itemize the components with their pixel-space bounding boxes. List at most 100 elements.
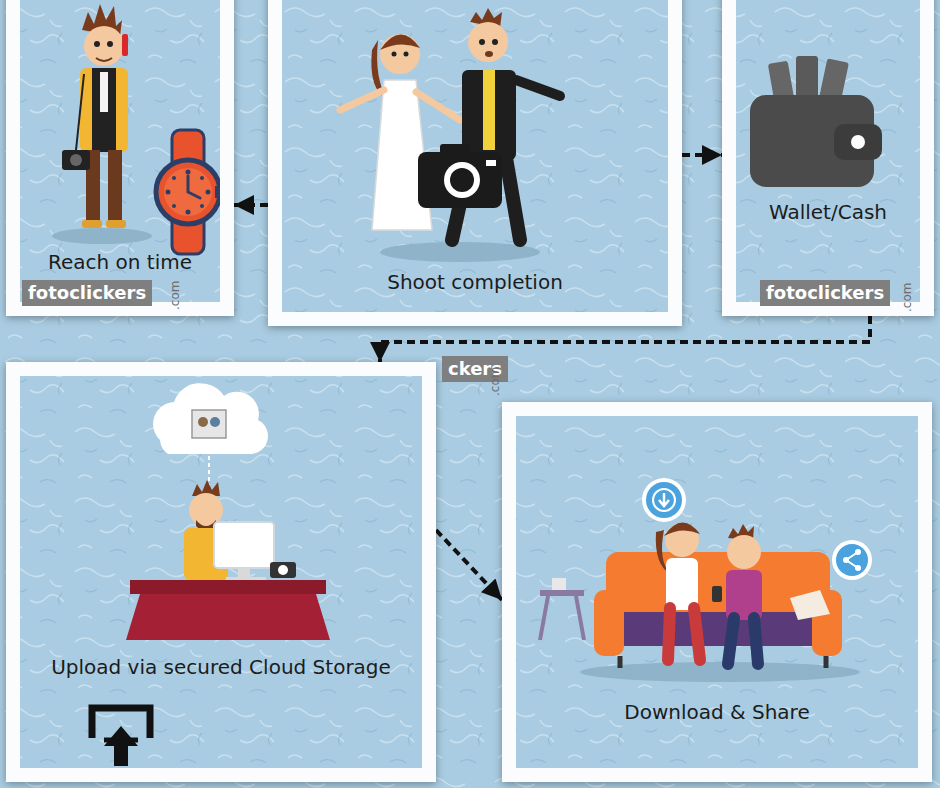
camera-symbol bbox=[486, 160, 496, 166]
watch-symbol bbox=[156, 130, 220, 254]
camera-symbol bbox=[418, 152, 502, 208]
watch-symbol bbox=[164, 168, 212, 216]
wallet-symbol bbox=[750, 95, 874, 187]
couple-figure bbox=[380, 34, 420, 50]
wallet-symbol bbox=[750, 56, 882, 187]
share-icon bbox=[843, 557, 849, 563]
share-icon bbox=[855, 549, 861, 555]
frame-caption: Download & Share bbox=[516, 700, 918, 724]
frame-caption: Reach on time bbox=[20, 250, 220, 274]
camera-symbol bbox=[440, 144, 470, 156]
download-icon bbox=[653, 489, 675, 511]
watch-symbol bbox=[172, 204, 176, 208]
photographer-figure bbox=[84, 26, 124, 66]
watch-symbol bbox=[188, 176, 200, 198]
upload-desk-figure bbox=[198, 417, 208, 427]
upload-desk-figure bbox=[130, 580, 326, 594]
upload-desk-figure bbox=[238, 568, 250, 578]
sitting-couple bbox=[726, 570, 762, 620]
photographer-figure bbox=[107, 41, 113, 47]
dotted-arrow bbox=[436, 530, 502, 600]
share-icon bbox=[836, 544, 868, 576]
watch-symbol bbox=[186, 170, 191, 175]
upload-desk-figure bbox=[214, 522, 274, 568]
couple-figure bbox=[416, 92, 460, 120]
photographer-figure bbox=[62, 150, 90, 170]
photographer-figure bbox=[96, 58, 112, 61]
watch-symbol bbox=[172, 176, 176, 180]
frame-caption: Wallet/Cash bbox=[736, 200, 920, 224]
couple-figure bbox=[340, 90, 384, 110]
sitting-couple bbox=[712, 586, 722, 602]
photographer-figure bbox=[80, 68, 128, 152]
share-icon bbox=[832, 540, 872, 580]
watermark-suffix: .com bbox=[900, 283, 914, 312]
couple-figure bbox=[492, 39, 498, 45]
frame-caption: Shoot completion bbox=[282, 270, 668, 294]
couple-figure bbox=[516, 80, 560, 96]
upload-desk-figure bbox=[278, 565, 288, 575]
download-icon bbox=[642, 478, 686, 522]
couple-figure bbox=[392, 52, 397, 57]
photographer-figure bbox=[106, 220, 126, 228]
photographer-figure bbox=[100, 72, 108, 112]
watch-symbol bbox=[166, 170, 211, 215]
sofa-figure bbox=[790, 590, 830, 620]
watch-symbol bbox=[206, 190, 211, 195]
photographer-figure bbox=[70, 154, 82, 166]
upload-desk-figure bbox=[126, 594, 330, 640]
share-icon bbox=[832, 540, 872, 580]
upload-icon bbox=[92, 708, 150, 766]
camera-symbol bbox=[444, 162, 480, 198]
couple-figure bbox=[340, 8, 560, 262]
couple-figure bbox=[468, 22, 508, 62]
photographer-figure bbox=[52, 228, 152, 244]
couple-figure bbox=[479, 39, 485, 45]
photographer-figure bbox=[122, 34, 128, 56]
sofa-figure bbox=[612, 612, 824, 646]
upload-desk-figure bbox=[210, 417, 220, 427]
upload-desk-figure bbox=[126, 383, 330, 640]
upload-desk-figure bbox=[270, 562, 296, 578]
watermark: fotoclickers bbox=[760, 280, 890, 306]
watermark-suffix: .com bbox=[168, 281, 182, 310]
download-icon bbox=[659, 493, 669, 506]
photographer-figure bbox=[94, 41, 100, 47]
sofa-figure bbox=[540, 552, 860, 682]
sofa-figure bbox=[540, 596, 584, 640]
upload-desk-figure bbox=[192, 410, 226, 438]
dotted-arrow bbox=[682, 153, 722, 157]
watermark-suffix: .com bbox=[488, 367, 502, 396]
photographer-figure bbox=[108, 150, 122, 222]
photo-frame: Shoot completion bbox=[268, 0, 682, 326]
sitting-couple bbox=[664, 522, 700, 536]
sitting-couple bbox=[668, 608, 700, 660]
photographer-figure bbox=[76, 74, 84, 150]
photo-frame: Download & Share bbox=[502, 402, 932, 782]
dotted-arrow bbox=[234, 203, 268, 207]
couple-figure bbox=[404, 52, 409, 57]
watermark: fotoclickers bbox=[22, 280, 152, 306]
photo-frame: Upload via secured Cloud Storage bbox=[6, 362, 436, 782]
sofa-figure bbox=[594, 590, 624, 656]
wallet-symbol bbox=[834, 124, 882, 160]
watch-symbol bbox=[200, 204, 204, 208]
photo-frame: Reach on time bbox=[6, 0, 234, 316]
download-icon bbox=[642, 478, 686, 522]
watch-symbol bbox=[166, 190, 171, 195]
sitting-couple bbox=[728, 618, 758, 664]
photographer-figure bbox=[92, 68, 116, 152]
camera-symbol bbox=[450, 168, 474, 192]
share-icon bbox=[855, 565, 861, 571]
upload-icon bbox=[104, 726, 138, 766]
couple-figure bbox=[483, 70, 495, 150]
sitting-couple bbox=[727, 535, 761, 569]
wallet-symbol bbox=[851, 135, 865, 149]
watch-symbol bbox=[186, 210, 191, 215]
sitting-couple bbox=[656, 522, 762, 664]
